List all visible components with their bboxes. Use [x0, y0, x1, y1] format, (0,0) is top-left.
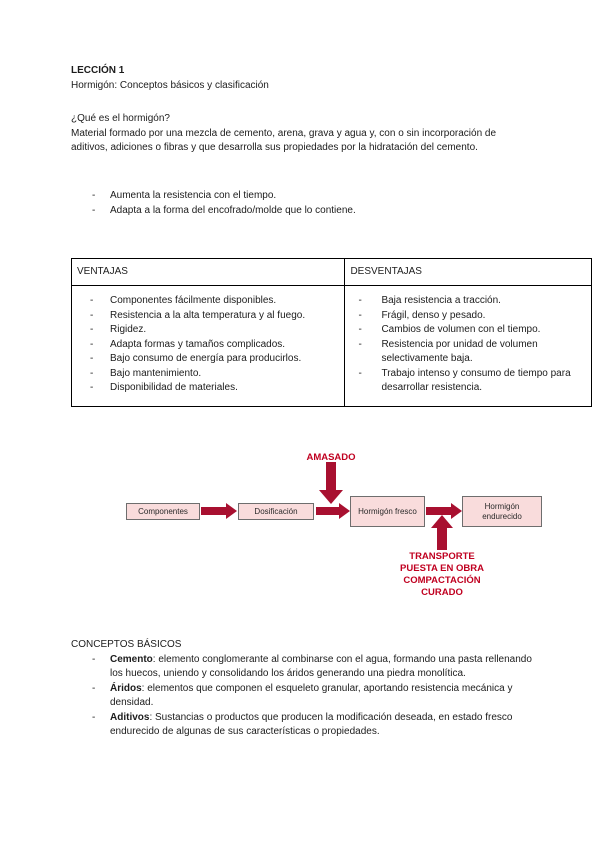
list-item-text: Adapta a la forma del encofrado/molde qu…	[110, 204, 356, 216]
flow-box-componentes: Componentes	[126, 503, 200, 520]
list-item: - Adapta a la forma del encofrado/molde …	[71, 204, 541, 219]
ventajas-cell: - Componentes fácilmente disponibles. - Re…	[70, 285, 346, 407]
dash-bullet: -	[358, 309, 362, 321]
header-block: LECCIÓN 1 Hormigón: Conceptos básicos y …	[71, 64, 541, 93]
list-item: - Bajo consumo de energía para producirlo…	[72, 352, 344, 367]
dash-bullet: -	[90, 338, 94, 350]
dash-bullet: -	[358, 295, 362, 306]
list-item-text: Trabajo intenso y consumo de tiempo para…	[381, 367, 571, 394]
concept-term: Aditivos	[110, 711, 150, 723]
concept-term: Áridos	[110, 682, 142, 694]
concepts-block: CONCEPTOS BÁSICOS - Cemento: elemento co…	[71, 638, 532, 740]
ventajas-desventajas-table: VENTAJAS DESVENTAJAS - Componentes fácilm…	[70, 258, 592, 407]
list-item-text: Resistencia por unidad de volumen select…	[381, 338, 538, 365]
desventajas-cell: - Baja resistencia a tracción. - Frágil, d…	[344, 285, 592, 407]
arrow-right-icon	[316, 507, 339, 515]
column-header-desventajas: DESVENTAJAS	[344, 258, 592, 286]
lesson-subtitle: Hormigón: Conceptos básicos y clasificac…	[71, 79, 269, 91]
concept-definition: : Sustancias o productos que producen la…	[110, 711, 513, 738]
dash-bullet: -	[90, 353, 94, 364]
dash-bullet: -	[92, 190, 96, 201]
arrow-up-icon	[437, 528, 447, 550]
dash-bullet: -	[90, 309, 94, 321]
list-item: - Baja resistencia a tracción.	[345, 294, 591, 309]
list-item: - Trabajo intenso y consumo de tiempo par…	[345, 367, 591, 396]
arrow-right-head-icon	[451, 503, 462, 519]
process-step: COMPACTACIÓN	[403, 575, 481, 586]
definition-paragraph: Material formado por una mezcla de cemen…	[71, 127, 497, 154]
dash-bullet: -	[90, 367, 94, 379]
arrow-down-icon	[326, 462, 336, 490]
table-body-row: - Componentes fácilmente disponibles. - Re…	[70, 285, 592, 407]
concept-item: - Cemento: elemento conglomerante al com…	[71, 653, 532, 682]
list-item: - Rigidez.	[72, 323, 344, 338]
process-step: TRANSPORTE	[409, 551, 475, 562]
dash-bullet: -	[92, 653, 96, 665]
dash-bullet: -	[90, 382, 94, 393]
list-item-text: Frágil, denso y pesado.	[381, 309, 486, 321]
list-item-text: Disponibilidad de materiales.	[110, 382, 238, 393]
dash-bullet: -	[92, 204, 96, 216]
list-item: - Frágil, denso y pesado.	[345, 309, 591, 324]
list-item: - Resistencia a la alta temperatura y al …	[72, 309, 344, 324]
flow-box-dosificacion: Dosificación	[238, 503, 314, 520]
concept-definition: : elementos que componen el esqueleto gr…	[110, 682, 513, 709]
list-item: - Cambios de volumen con el tiempo.	[345, 323, 591, 338]
list-item: - Disponibilidad de materiales.	[72, 381, 344, 396]
dash-bullet: -	[90, 324, 94, 335]
concept-definition: : elemento conglomerante al combinarse c…	[110, 653, 532, 680]
properties-list: - Aumenta la resistencia con el tiempo. …	[71, 189, 541, 218]
arrow-right-head-icon	[339, 503, 350, 519]
dash-bullet: -	[92, 682, 96, 694]
list-item: - Bajo mantenimiento.	[72, 367, 344, 382]
concept-item: - Áridos: elementos que componen el esqu…	[71, 682, 532, 711]
question-line: ¿Qué es el hormigón?	[71, 113, 170, 124]
arrow-right-icon	[426, 507, 451, 515]
flow-box-hormigon-fresco: Hormigón fresco	[350, 496, 425, 527]
list-item-text: Bajo mantenimiento.	[110, 367, 202, 379]
process-flow-diagram: AMASADO Componentes Dosificación Hormigó…	[0, 450, 600, 602]
flow-box-hormigon-endurecido: Hormigón endurecido	[462, 496, 542, 527]
list-item-text: Baja resistencia a tracción.	[381, 295, 501, 306]
table-header-row: VENTAJAS DESVENTAJAS	[70, 258, 592, 286]
dash-bullet: -	[358, 367, 362, 379]
column-header-ventajas: VENTAJAS	[70, 258, 346, 286]
concept-term: Cemento	[110, 653, 153, 665]
concept-item: - Aditivos: Sustancias o productos que p…	[71, 711, 532, 740]
amasado-label: AMASADO	[306, 452, 356, 463]
process-step: CURADO	[421, 587, 463, 598]
concept-text: Áridos: elementos que componen el esquel…	[110, 682, 532, 711]
definition-block: ¿Qué es el hormigón? Material formado po…	[71, 112, 523, 156]
process-step: PUESTA EN OBRA	[400, 563, 484, 574]
list-item-text: Rigidez.	[110, 324, 147, 335]
dash-bullet: -	[358, 338, 362, 350]
arrow-right-icon	[201, 507, 226, 515]
process-steps-label: TRANSPORTE PUESTA EN OBRA COMPACTACIÓN C…	[352, 551, 532, 599]
list-item-text: Cambios de volumen con el tiempo.	[381, 324, 541, 335]
dash-bullet: -	[92, 711, 96, 723]
list-item-text: Resistencia a la alta temperatura y al f…	[110, 309, 306, 321]
arrow-down-head-icon	[319, 490, 343, 504]
list-item-text: Adapta formas y tamaños complicados.	[110, 338, 286, 350]
lesson-title: LECCIÓN 1	[71, 65, 125, 76]
concept-text: Aditivos: Sustancias o productos que pro…	[110, 711, 532, 740]
list-item: - Componentes fácilmente disponibles.	[72, 294, 344, 309]
list-item: - Aumenta la resistencia con el tiempo.	[71, 189, 541, 204]
list-item-text: Aumenta la resistencia con el tiempo.	[110, 190, 277, 201]
list-item: - Adapta formas y tamaños complicados.	[72, 338, 344, 353]
dash-bullet: -	[90, 295, 94, 306]
list-item: - Resistencia por unidad de volumen selec…	[345, 338, 591, 367]
dash-bullet: -	[358, 324, 362, 335]
list-item-text: Componentes fácilmente disponibles.	[110, 295, 277, 306]
concept-text: Cemento: elemento conglomerante al combi…	[110, 653, 532, 682]
arrow-right-head-icon	[226, 503, 237, 519]
arrow-up-head-icon	[431, 515, 453, 528]
concepts-heading: CONCEPTOS BÁSICOS	[71, 639, 182, 650]
list-item-text: Bajo consumo de energía para producirlos…	[110, 353, 302, 364]
